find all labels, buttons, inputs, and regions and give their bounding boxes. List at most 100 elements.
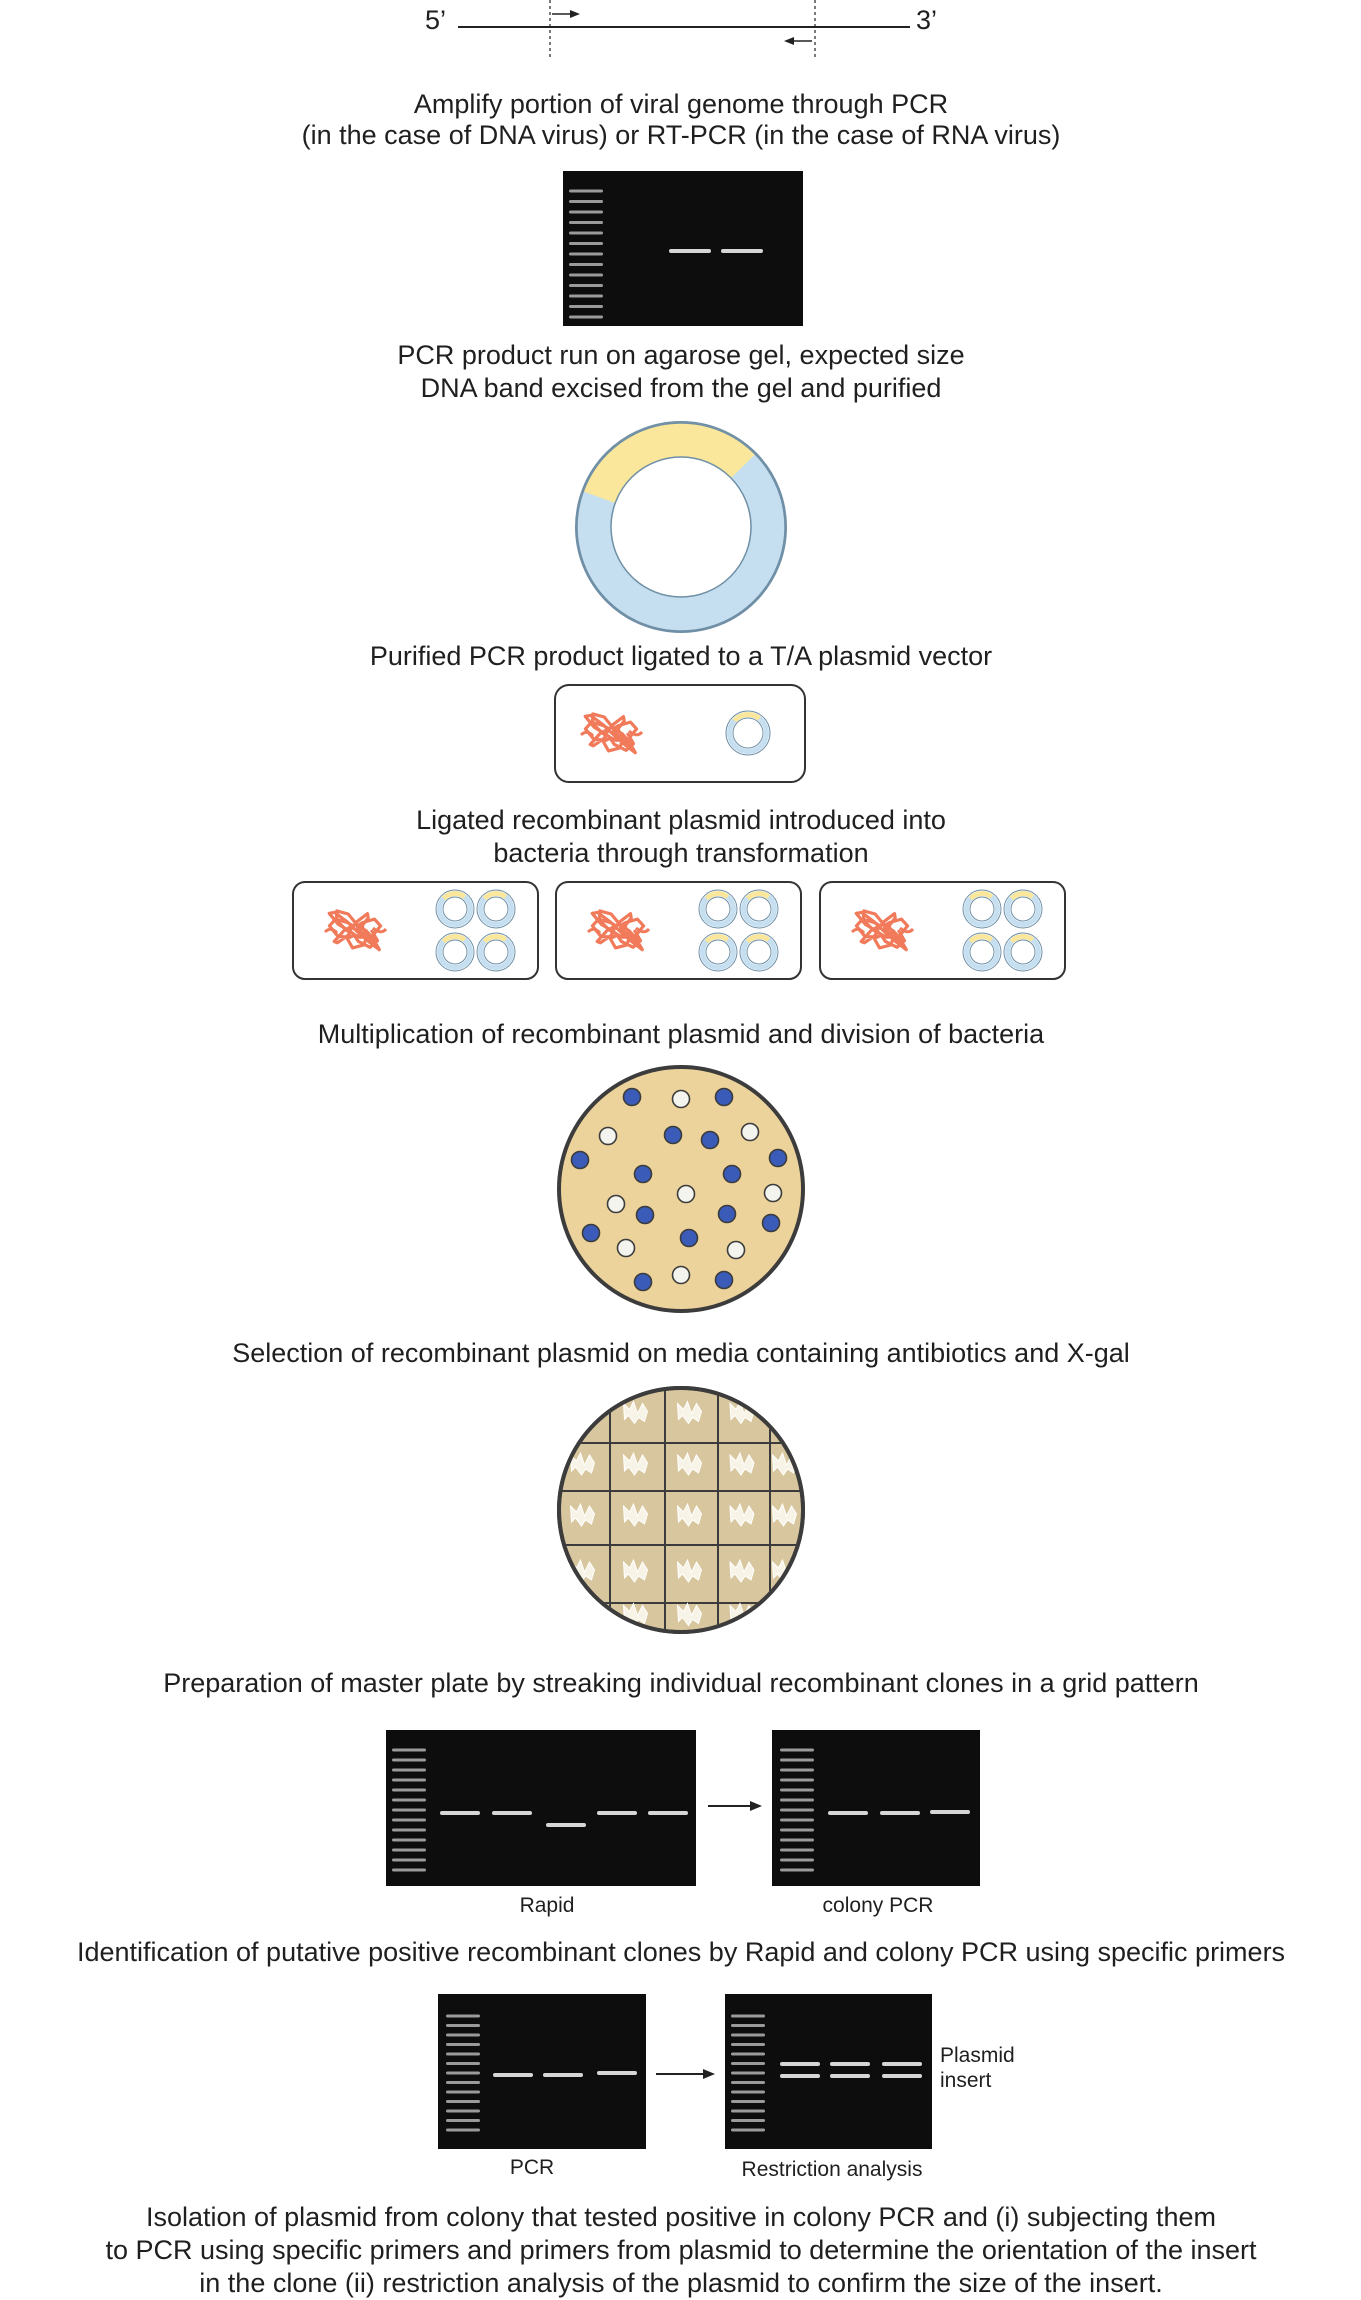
chromosome-coil	[854, 909, 910, 952]
blue-colony	[633, 1272, 653, 1292]
ladder-band	[569, 210, 603, 214]
blue-colony	[570, 1150, 590, 1170]
streaked-clone	[569, 1602, 596, 1627]
chromosome-tail	[635, 926, 651, 934]
sample-band	[882, 2074, 922, 2078]
streaked-clone	[771, 1502, 798, 1527]
plasmid-icon	[1003, 932, 1043, 972]
plasmid-outer	[576, 422, 786, 632]
agarose-gel-colony-pcr	[772, 1730, 980, 1886]
ladder-band	[569, 263, 603, 266]
ladder-band	[780, 1858, 814, 1862]
sample-band	[440, 1811, 480, 1815]
streaked-clone	[622, 1558, 649, 1583]
ladder-band	[780, 1758, 814, 1762]
caption-line: PCR product run on agarose gel, expected…	[397, 340, 964, 370]
chromosome-coil	[583, 712, 639, 755]
sample-band	[597, 2071, 637, 2075]
plasmid-inner	[442, 939, 468, 965]
caption-line: Ligated recombinant plasmid introduced i…	[416, 805, 946, 835]
bacterial-chromosome	[586, 909, 651, 952]
primer-diagram: 5’ 3’	[425, 0, 937, 58]
ladder-band	[780, 1808, 814, 1812]
ladder-band	[392, 1798, 426, 1802]
plasmid-inner	[442, 896, 468, 922]
agarose-gel-restriction-analysis	[725, 1994, 932, 2149]
ladder-band	[446, 2128, 480, 2132]
chromosome-tail	[586, 927, 602, 935]
sample-band	[780, 2062, 820, 2066]
plasmid-insert	[482, 891, 508, 901]
ladder-band	[780, 1798, 814, 1802]
blue-colony	[700, 1130, 720, 1150]
ladder-band	[392, 1808, 426, 1812]
plasmid-icon	[698, 932, 738, 972]
plasmid-inner	[1010, 896, 1036, 922]
plasmid-inner	[1010, 939, 1036, 965]
plasmid-inner	[746, 896, 772, 922]
plasmid-inner	[610, 456, 752, 598]
blue-colony	[714, 1087, 734, 1107]
colony-pcr-label: colony PCR	[823, 1894, 934, 1917]
sample-band	[492, 1811, 532, 1815]
sample-band	[669, 249, 711, 253]
ladder-band	[780, 1838, 814, 1842]
ladder-band	[569, 315, 603, 319]
streaked-clone	[622, 1400, 649, 1425]
streaked-clone	[729, 1502, 755, 1527]
plasmid-icon	[698, 889, 738, 929]
step-1-caption: Amplify portion of viral genome through …	[302, 89, 1061, 150]
blue-colony	[761, 1213, 781, 1233]
ladder-band	[392, 1768, 426, 1772]
ladder-band	[392, 1828, 426, 1832]
forward-primer-arrowhead	[570, 10, 580, 18]
plasmid-insert	[704, 891, 730, 901]
grid-cell	[561, 1602, 611, 1630]
streaked-clone	[676, 1502, 703, 1527]
ladder-band	[446, 2109, 480, 2113]
blue-colony	[717, 1204, 737, 1224]
ladder-band	[569, 294, 603, 298]
sample-band	[546, 1823, 586, 1827]
caption-line: bacteria through transformation	[493, 838, 868, 868]
ladder-band	[780, 1818, 814, 1822]
grid-cell	[717, 1602, 771, 1630]
arrow-rapid-to-colony	[708, 1801, 762, 1811]
ladder-band	[446, 2071, 480, 2075]
sample-band	[597, 1811, 637, 1815]
step-4-caption: Ligated recombinant plasmid introduced i…	[416, 805, 946, 868]
reverse-primer-arrowhead	[784, 37, 794, 45]
plasmid-inner	[705, 896, 731, 922]
grid-cell	[769, 1602, 801, 1630]
sample-band	[648, 1811, 688, 1815]
caption-line: Selection of recombinant plasmid on medi…	[232, 1338, 1130, 1368]
plasmid-inner	[969, 939, 995, 965]
step-3-caption: Purified PCR product ligated to a T/A pl…	[370, 641, 992, 671]
plasmid-icon	[962, 889, 1002, 929]
caption-line: Purified PCR product ligated to a T/A pl…	[370, 641, 992, 671]
plasmid-insert	[1009, 934, 1035, 944]
ladder-band	[392, 1818, 426, 1822]
ladder-band	[731, 2043, 765, 2046]
five-prime-label: 5’	[425, 5, 446, 35]
ladder-band	[446, 2052, 480, 2056]
ladder-band	[731, 2014, 765, 2018]
caption-line: Amplify portion of viral genome through …	[414, 89, 948, 119]
ladder-band	[392, 1788, 426, 1792]
ladder-band	[780, 1788, 814, 1792]
chromosome-tail	[323, 927, 339, 935]
sample-band	[828, 1811, 868, 1815]
white-colony	[616, 1238, 636, 1258]
ladder-band	[446, 2081, 480, 2084]
ladder-band	[392, 1858, 426, 1862]
plasmid-inner	[969, 896, 995, 922]
blue-colony	[714, 1270, 734, 1290]
blue-colony	[581, 1223, 601, 1243]
plasmid-insert	[745, 891, 771, 901]
sample-band	[493, 2073, 533, 2077]
agarose-gel-rapid-pcr	[386, 1730, 696, 1886]
ladder-band	[780, 1768, 814, 1772]
plate-rim	[557, 1386, 805, 1634]
plasmid-insert	[1009, 891, 1035, 901]
sample-band	[543, 2073, 583, 2077]
